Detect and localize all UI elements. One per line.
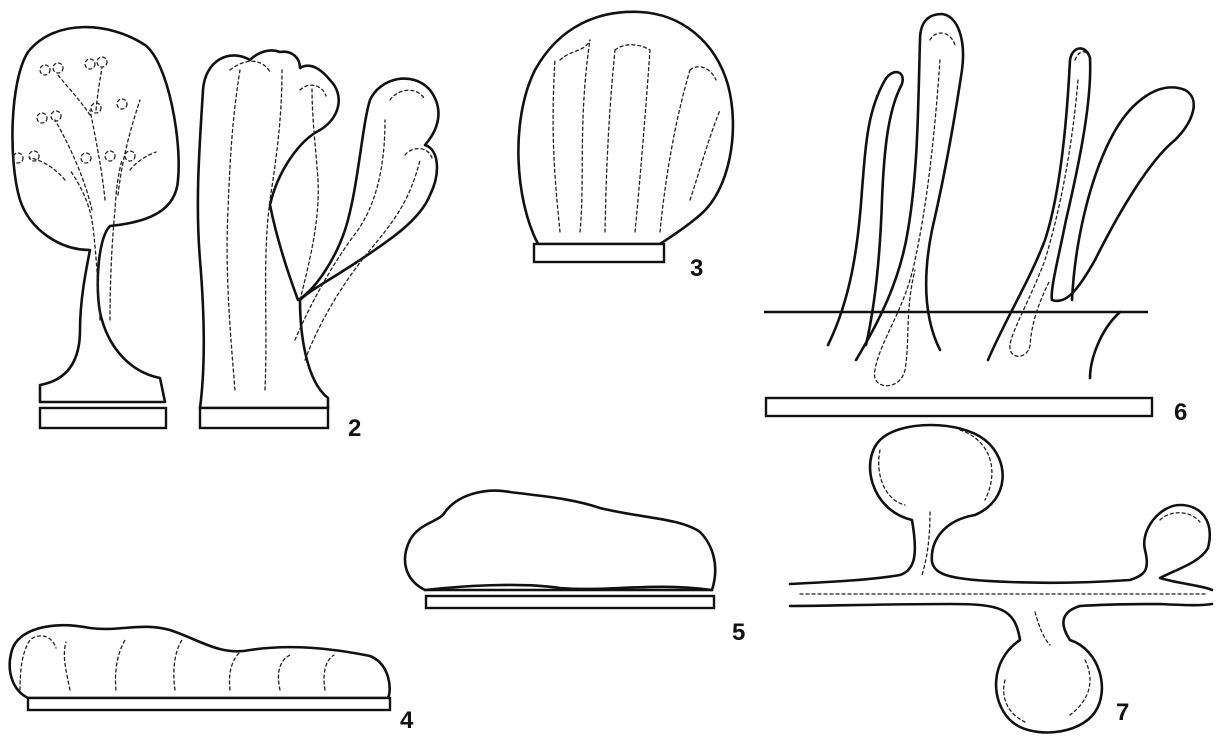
panel-2: 2 (12, 27, 438, 442)
panel-label-2: 2 (348, 415, 361, 442)
substrate-bar (200, 408, 328, 428)
substrate-bar (28, 698, 390, 710)
panel-label-7: 7 (1116, 699, 1129, 726)
panel-label-4: 4 (400, 707, 414, 734)
panel-5: 5 (405, 491, 745, 646)
panel-4: 4 (10, 625, 414, 734)
panel-label-5: 5 (732, 619, 745, 646)
panel-3: 3 (518, 12, 733, 282)
erect-filaments (828, 14, 1194, 386)
substrate-bar (766, 398, 1152, 416)
panel-6: 6 (764, 14, 1194, 426)
panel-label-3: 3 (690, 255, 703, 282)
club-shaped-fruiting-body (12, 27, 178, 402)
substrate-bar (40, 408, 166, 428)
substrate-bar (534, 244, 664, 262)
substrate-bar (426, 596, 714, 608)
panel-label-6: 6 (1174, 399, 1187, 426)
panel-7: 7 (790, 425, 1212, 732)
branched-fruiting-body (198, 50, 439, 408)
